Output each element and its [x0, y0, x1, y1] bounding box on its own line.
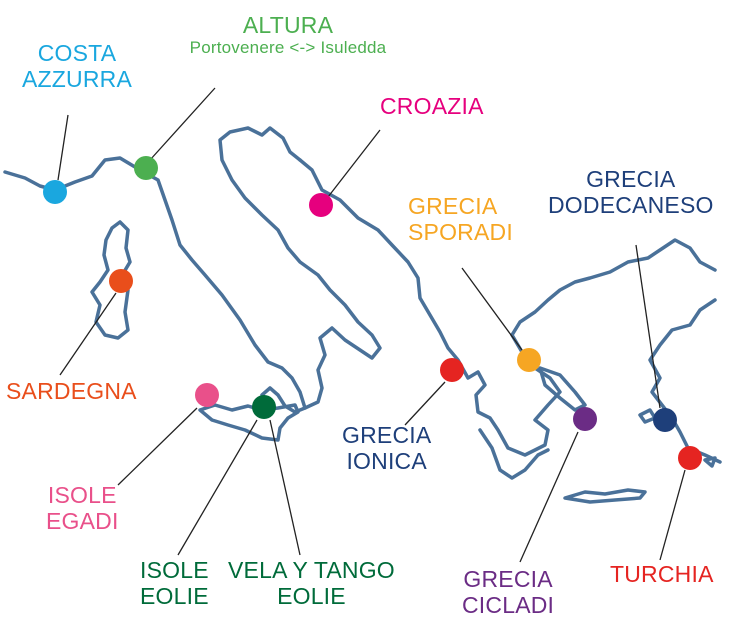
corsica-sardinia	[90, 220, 132, 340]
leader-grecia-sporadi	[461, 267, 523, 351]
label-isole-eolie[interactable]: ISOLE EOLIE	[140, 557, 209, 609]
marker-sardegna[interactable]	[109, 269, 133, 293]
italy-coast	[3, 126, 382, 410]
adriatic-east-coast	[298, 158, 717, 457]
label-grecia-sporadi[interactable]: GRECIA SPORADI	[408, 193, 513, 245]
label-grecia-cicladi[interactable]: GRECIA CICLADI	[462, 566, 554, 618]
marker-costa-azzurra[interactable]	[43, 180, 67, 204]
label-line: CROAZIA	[380, 93, 484, 119]
leader-grecia-cicladi	[519, 431, 579, 563]
leader-sardegna	[59, 292, 117, 376]
label-line: GRECIA	[408, 193, 498, 219]
marker-grecia-ionica[interactable]	[440, 358, 464, 382]
marker-grecia-cicladi[interactable]	[573, 407, 597, 431]
label-line: EGADI	[46, 508, 119, 534]
label-line: ISOLE	[47, 482, 117, 508]
leader-costa-azzurra	[57, 114, 69, 181]
coastlines	[3, 126, 722, 504]
label-line: ISOLE	[140, 557, 209, 583]
leader-isole-egadi	[117, 407, 198, 486]
label-line: EOLIE	[140, 583, 209, 609]
leader-turchia	[659, 469, 686, 561]
label-sardegna[interactable]: SARDEGNA	[6, 378, 137, 404]
marker-grecia-dodecaneso[interactable]	[653, 408, 677, 432]
greece-peloponnese	[478, 428, 550, 480]
marker-isole-eolie[interactable]	[252, 395, 276, 419]
label-line: GRECIA	[463, 566, 553, 592]
label-line: COSTA	[37, 40, 117, 66]
label-line: TURCHIA	[610, 561, 714, 587]
marker-turchia[interactable]	[678, 446, 702, 470]
label-line: DODECANESO	[548, 192, 714, 218]
label-costa-azzurra[interactable]: COSTA AZZURRA	[22, 40, 132, 92]
label-line: CICLADI	[462, 592, 555, 618]
marker-grecia-sporadi[interactable]	[517, 348, 541, 372]
label-line: SARDEGNA	[6, 378, 137, 404]
leader-vela-y-tango	[269, 419, 301, 556]
label-line: SPORADI	[408, 219, 513, 245]
label-line: ALTURA	[242, 12, 334, 38]
marker-altura[interactable]	[134, 156, 158, 180]
label-grecia-ionica[interactable]: GRECIA IONICA	[342, 422, 431, 474]
marker-isole-egadi[interactable]	[195, 383, 219, 407]
label-line: IONICA	[346, 448, 427, 474]
label-line: EOLIE	[277, 583, 346, 609]
leader-grecia-dodecaneso	[635, 244, 661, 409]
leader-croazia	[327, 129, 381, 198]
euboea	[538, 366, 587, 412]
label-line: AZZURRA	[22, 66, 133, 92]
crete	[563, 488, 647, 504]
label-croazia[interactable]: CROAZIA	[380, 93, 484, 119]
label-isole-egadi[interactable]: ISOLE EGADI	[46, 482, 119, 534]
leader-isole-eolie	[177, 419, 258, 556]
leader-lines	[57, 87, 686, 563]
destination-markers	[43, 156, 702, 470]
sicily	[198, 403, 300, 442]
leader-altura	[149, 87, 216, 161]
label-subtitle: Portovenere <-> Isuledda	[189, 38, 387, 57]
marker-croazia[interactable]	[309, 193, 333, 217]
label-vela-y-tango-eolie[interactable]: VELA Y TANGO EOLIE	[228, 557, 395, 609]
label-line: GRECIA	[342, 422, 432, 448]
turkey-coast	[648, 298, 722, 464]
leader-grecia-ionica	[404, 381, 446, 426]
label-line: GRECIA	[586, 166, 676, 192]
dodecanese-islands	[638, 408, 717, 468]
label-line: VELA Y TANGO	[228, 557, 395, 583]
label-turchia[interactable]: TURCHIA	[610, 561, 714, 587]
label-altura[interactable]: ALTURA Portovenere <-> Isuledda	[168, 12, 408, 58]
label-grecia-dodecaneso[interactable]: GRECIA DODECANESO	[548, 166, 714, 218]
